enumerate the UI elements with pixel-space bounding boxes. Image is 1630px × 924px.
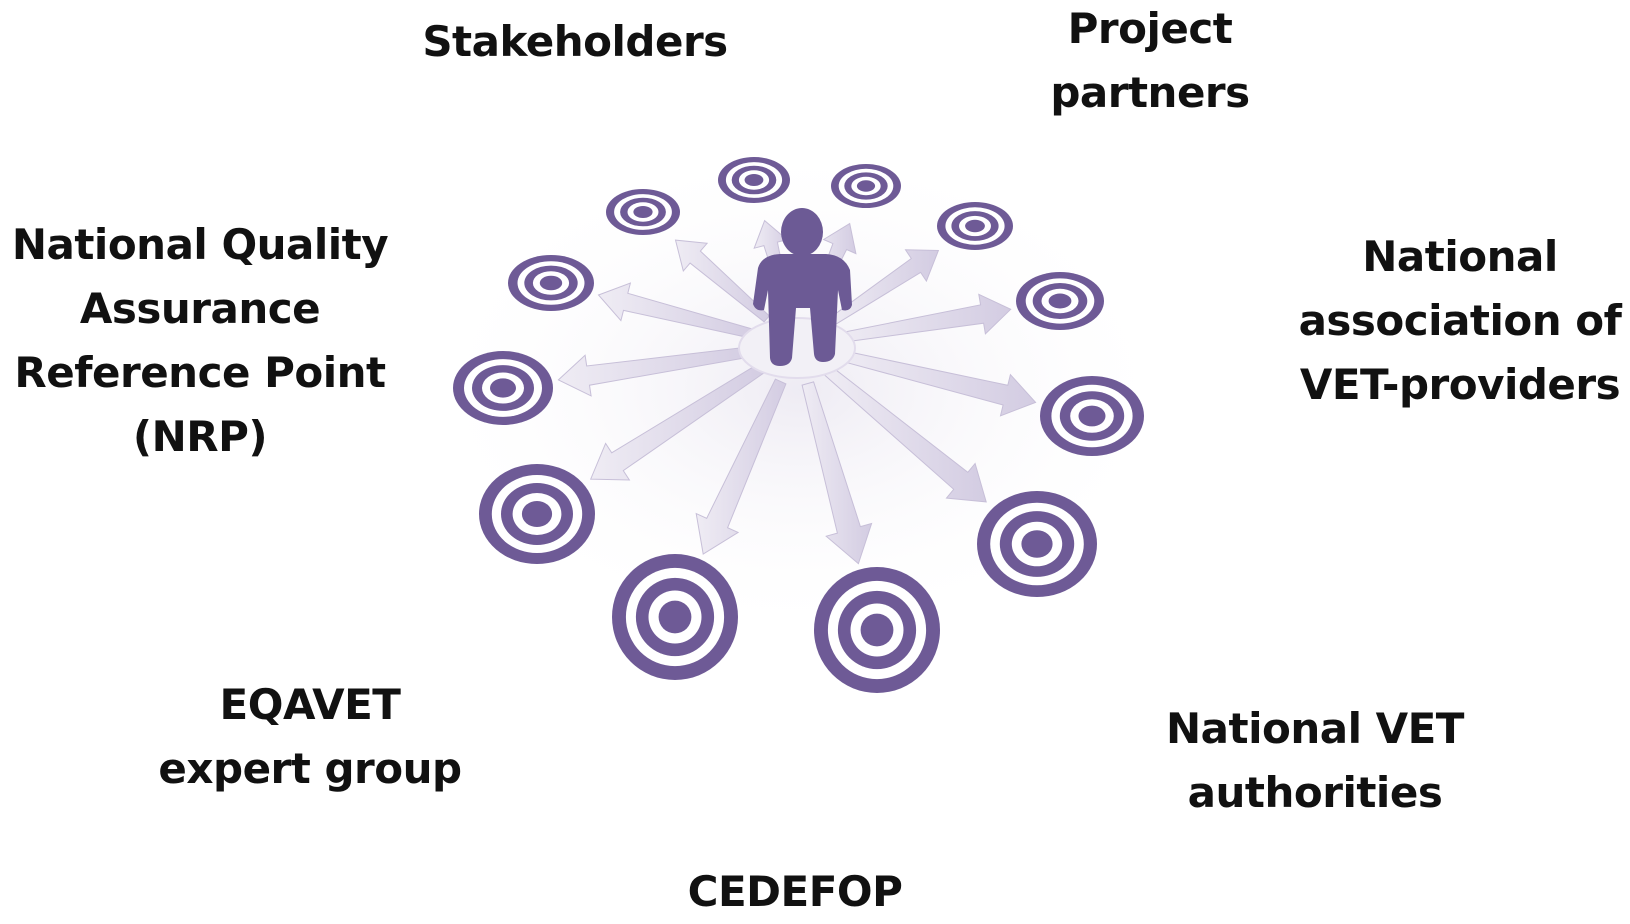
target-icon-10 bbox=[977, 491, 1097, 597]
label-nrp-line-2: Assurance bbox=[79, 284, 321, 333]
target-icon-6 bbox=[1016, 272, 1104, 330]
target-icon-5 bbox=[508, 255, 594, 311]
person-targets-illustration bbox=[440, 140, 1180, 693]
target-icon-4 bbox=[937, 202, 1013, 250]
arrow-8 bbox=[834, 348, 1037, 417]
label-national-association-line-1: National bbox=[1362, 232, 1558, 281]
label-eqavet-line-2: expert group bbox=[158, 744, 462, 793]
label-national-vet-line-1: National VET bbox=[1166, 704, 1464, 753]
target-icon-3 bbox=[606, 189, 680, 235]
target-icon-1 bbox=[718, 157, 790, 203]
label-national-vet-line-2: authorities bbox=[1187, 768, 1443, 817]
label-national-vet: National VET authorities bbox=[1150, 697, 1480, 825]
target-icon-8 bbox=[1040, 376, 1144, 456]
label-stakeholders-text: Stakeholders bbox=[422, 17, 728, 66]
center-platform bbox=[738, 317, 856, 379]
target-icon-7 bbox=[453, 351, 553, 425]
label-cedefop-text: CEDEFOP bbox=[687, 867, 903, 916]
label-stakeholders: Stakeholders bbox=[380, 10, 770, 74]
label-national-association-line-2: association of bbox=[1298, 296, 1622, 345]
label-project-partners: Project partners bbox=[990, 0, 1310, 125]
label-eqavet: EQAVET expert group bbox=[140, 673, 480, 801]
arrow-10 bbox=[823, 365, 987, 503]
label-national-association: National association of VET-providers bbox=[1290, 225, 1630, 417]
arrow-12 bbox=[801, 381, 873, 565]
label-project-partners-line-2: partners bbox=[1050, 68, 1250, 117]
arrow-5 bbox=[597, 282, 760, 341]
target-icon-11 bbox=[612, 554, 738, 680]
label-cedefop: CEDEFOP bbox=[640, 860, 950, 924]
label-nrp: National Quality Assurance Reference Poi… bbox=[0, 213, 400, 469]
label-nrp-line-3: Reference Point bbox=[14, 348, 386, 397]
arrow-9 bbox=[589, 361, 768, 481]
label-project-partners-line-1: Project bbox=[1067, 4, 1233, 53]
arrow-3 bbox=[674, 239, 770, 323]
target-icon-2 bbox=[831, 164, 901, 208]
targets-group bbox=[453, 157, 1144, 693]
label-nrp-line-4: (NRP) bbox=[132, 412, 268, 461]
target-icon-12 bbox=[814, 567, 940, 693]
label-eqavet-line-1: EQAVET bbox=[219, 680, 401, 729]
arrows-group bbox=[557, 219, 1037, 565]
arrow-4 bbox=[827, 249, 940, 327]
target-icon-9 bbox=[479, 464, 595, 564]
arrow-11 bbox=[695, 378, 787, 555]
label-national-association-line-3: VET-providers bbox=[1299, 360, 1621, 409]
arrow-7 bbox=[557, 345, 759, 397]
person-icon bbox=[753, 208, 852, 366]
label-nrp-line-1: National Quality bbox=[11, 220, 389, 269]
arrow-6 bbox=[835, 293, 1012, 344]
